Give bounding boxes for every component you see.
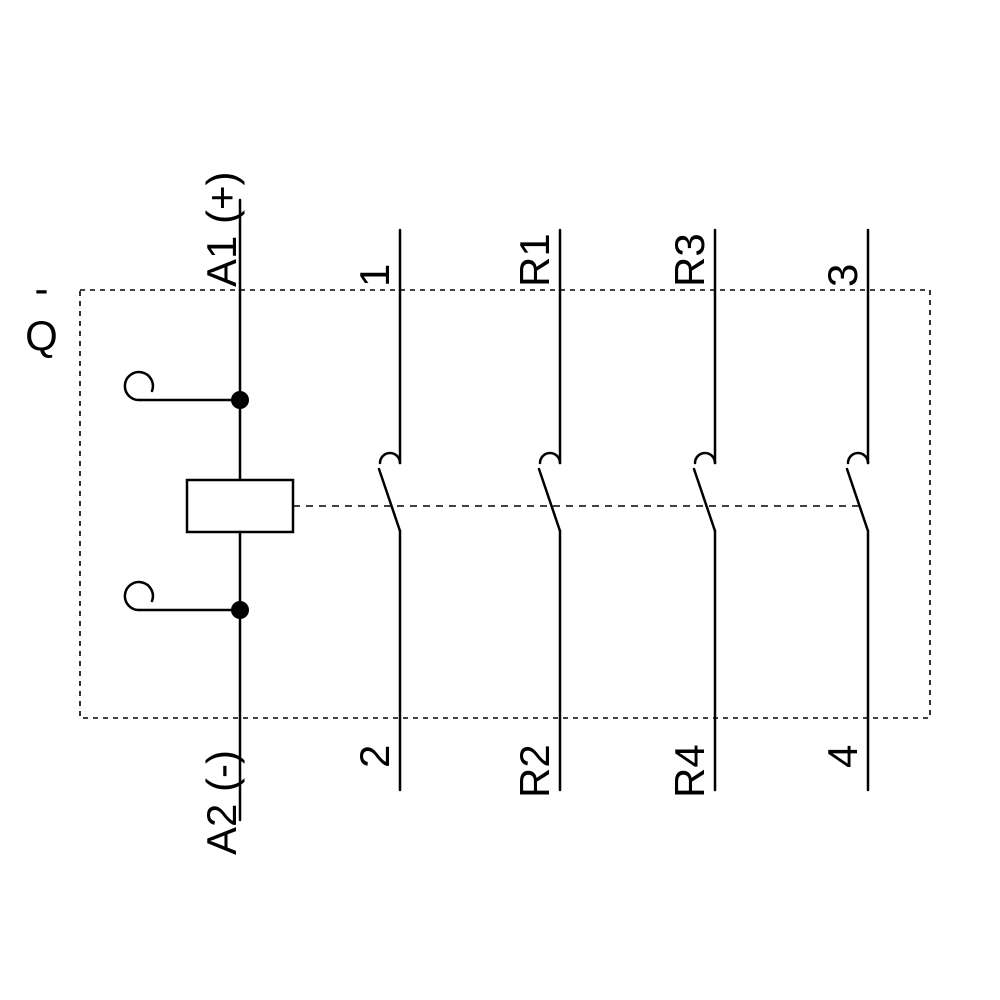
coil-top-terminal-label: A1 (+) bbox=[198, 171, 245, 287]
contact-2-top-terminal-label: R1 bbox=[511, 233, 558, 287]
contact-4-bottom-terminal-label: 4 bbox=[819, 744, 866, 768]
contact-2-fixed-contact-arc bbox=[538, 451, 562, 465]
contact-2-bottom-terminal-label: R2 bbox=[511, 744, 558, 798]
contact-4-top-terminal-label: 3 bbox=[819, 263, 866, 287]
coil-bottom-junction-dot bbox=[231, 601, 249, 619]
contact-4-fixed-contact-arc bbox=[846, 451, 870, 465]
contact-1-bottom-terminal-label: 2 bbox=[351, 744, 398, 768]
contact-3-fixed-contact-arc bbox=[693, 451, 717, 465]
contact-3-moving-blade bbox=[692, 467, 717, 533]
contact-4 bbox=[845, 228, 870, 792]
coil-bottom-hook-symbol bbox=[123, 580, 155, 612]
coil-top-hook-symbol bbox=[123, 370, 155, 402]
contact-4-moving-blade bbox=[845, 467, 870, 533]
contact-3 bbox=[692, 228, 717, 792]
contact-2 bbox=[537, 228, 562, 792]
contact-1-top-terminal-label: 1 bbox=[351, 263, 398, 287]
contact-1 bbox=[377, 228, 402, 792]
device-tag-label: -Q bbox=[18, 265, 65, 359]
coil-branch bbox=[123, 198, 295, 822]
contact-3-bottom-terminal-label: R4 bbox=[666, 744, 713, 798]
coil-top-junction-dot bbox=[231, 391, 249, 409]
coil-bottom-terminal-label: A2 (-) bbox=[198, 750, 245, 855]
enclosure-dashed-border bbox=[79, 289, 931, 719]
contact-1-fixed-contact-arc bbox=[378, 451, 402, 465]
coil-symbol bbox=[185, 478, 295, 534]
contact-2-moving-blade bbox=[537, 467, 562, 533]
contact-3-top-terminal-label: R3 bbox=[666, 233, 713, 287]
contact-1-moving-blade bbox=[377, 467, 402, 533]
